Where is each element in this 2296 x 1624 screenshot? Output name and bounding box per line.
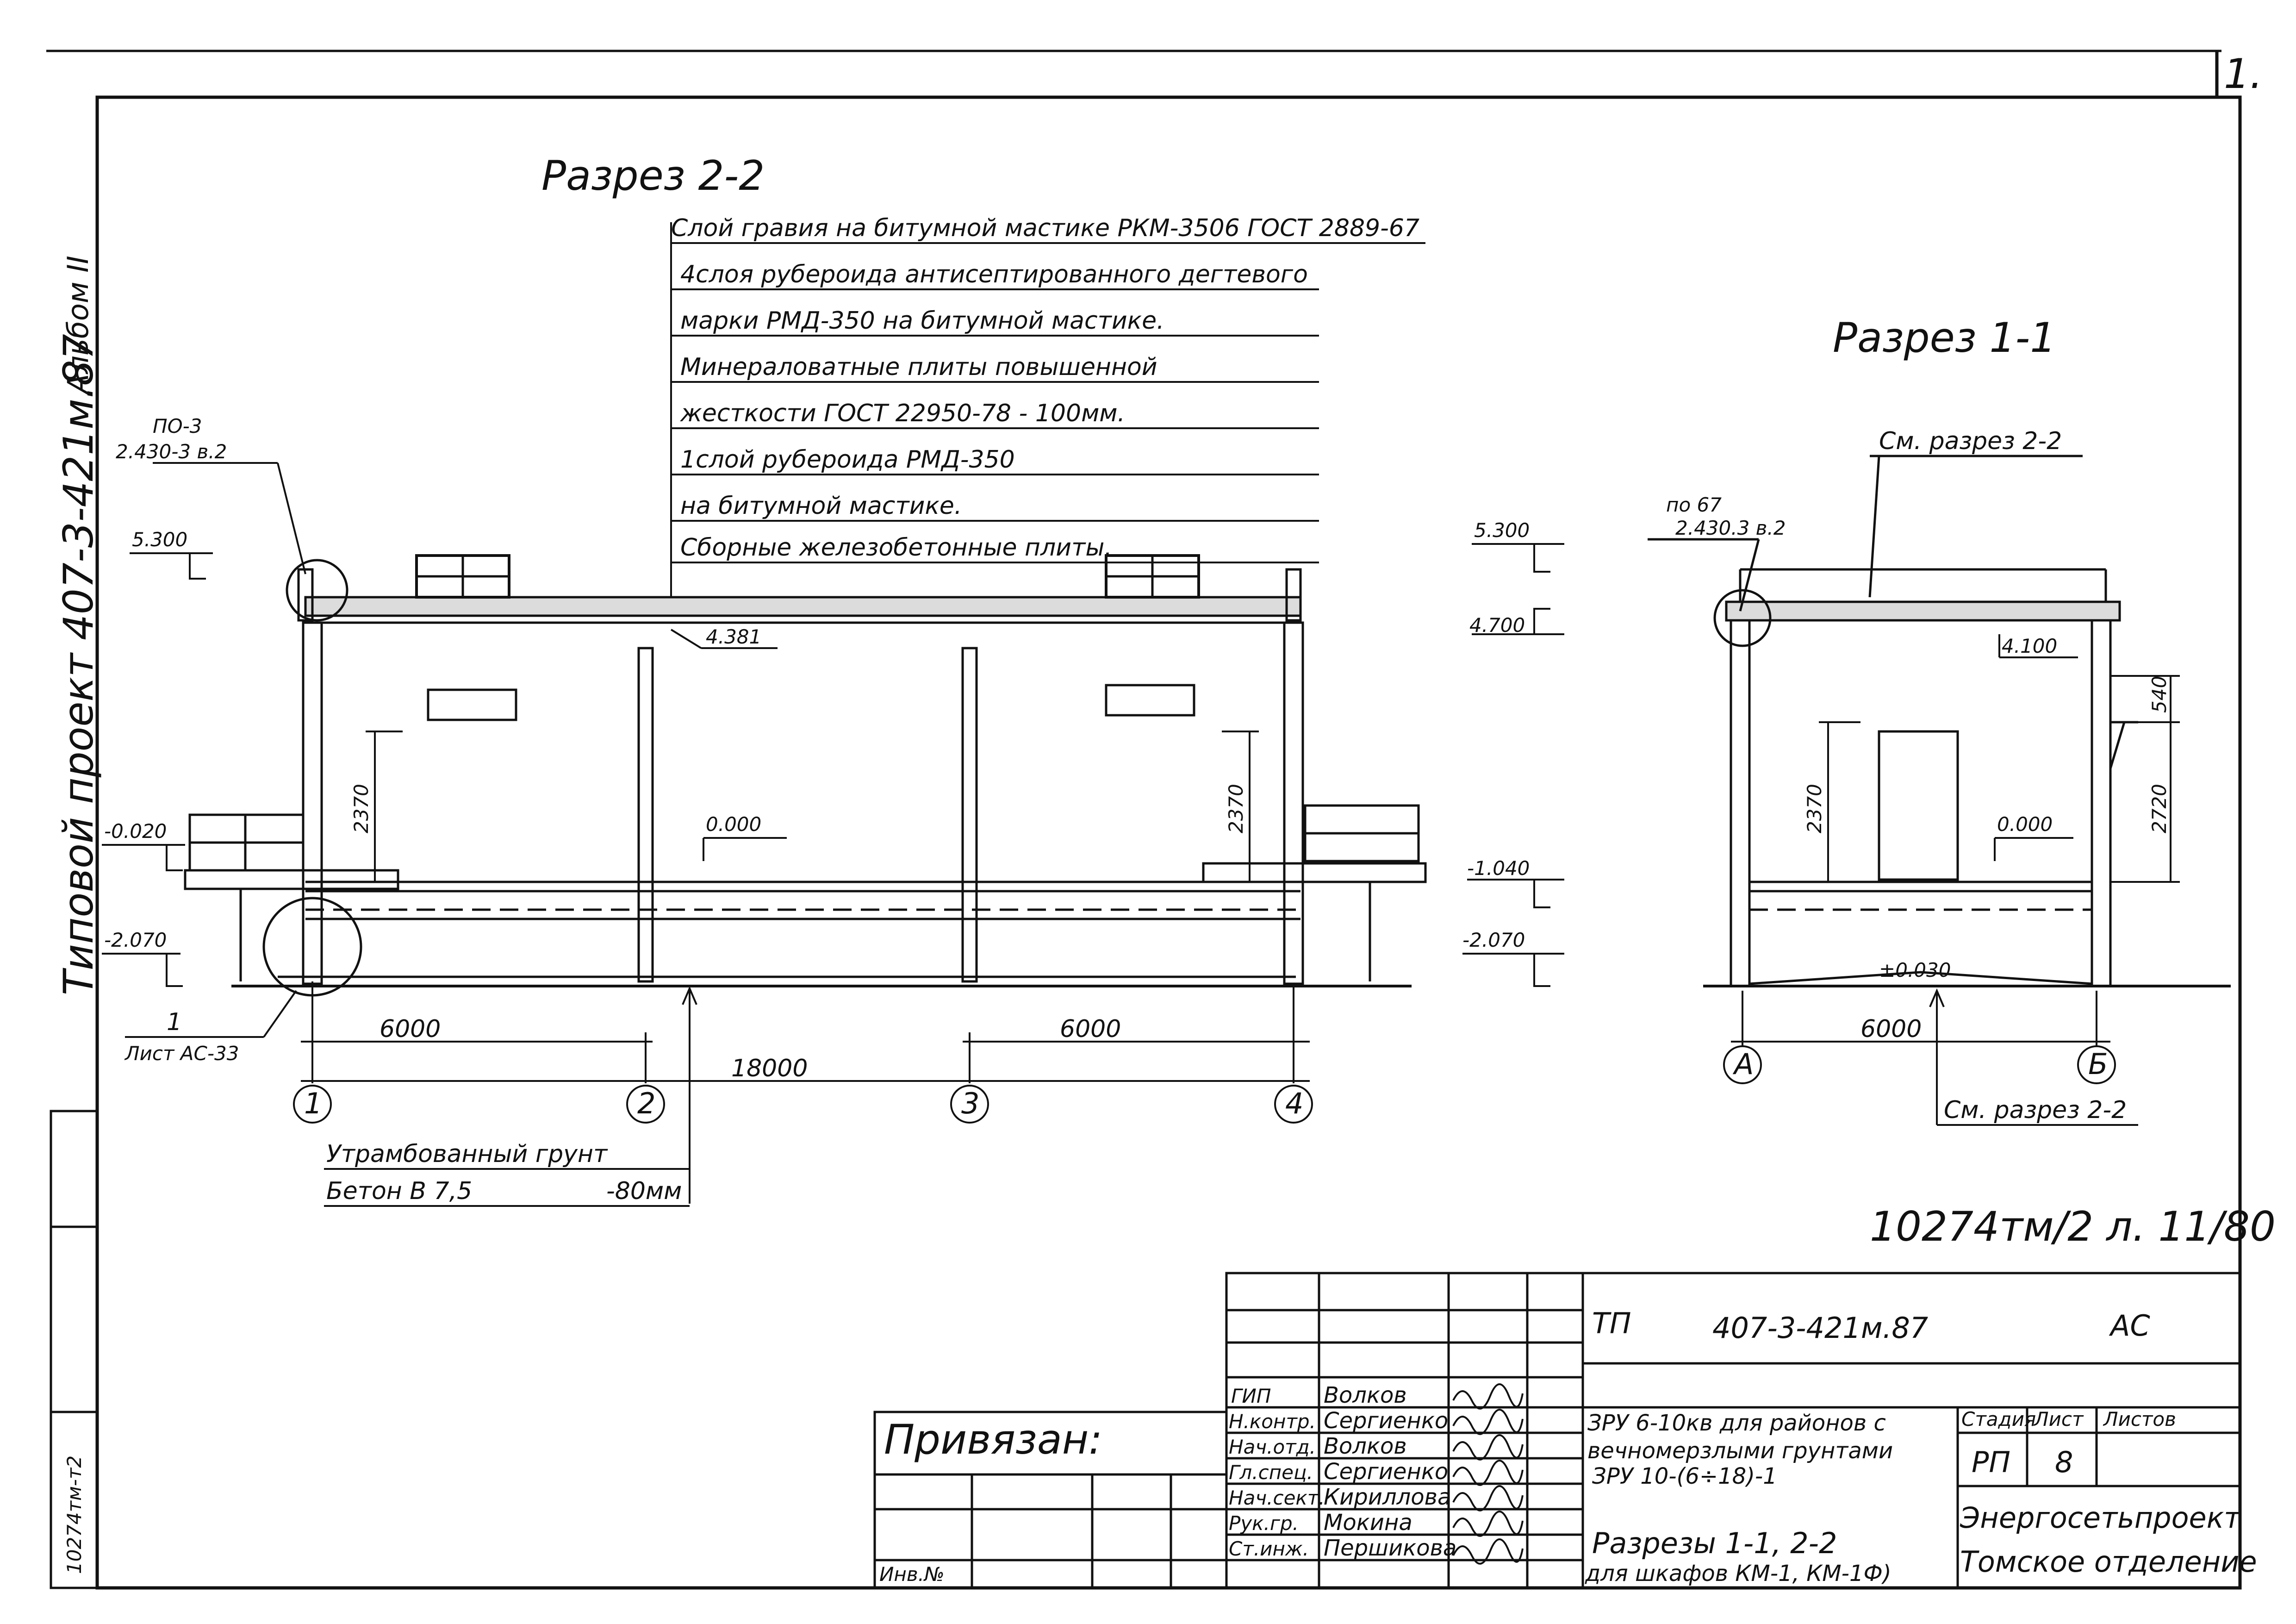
elev-4700-1-1: 4.700 [1469,614,1525,637]
section-1-1-elevations [1462,543,2078,987]
ref-top-2-2: См. разрез 2-2 [1879,427,2062,455]
dims-2370-2-2 [366,731,1259,882]
axis-4: 4 [1285,1087,1303,1120]
roof-line-5: жесткости ГОСТ 22950-78 - 100мм. [680,400,1125,427]
staff-name: Сергиенко [1324,1459,1448,1485]
staff-name: Волков [1324,1382,1407,1408]
tb-org-2: Томское отделение [1960,1545,2257,1579]
elev-ground-1-1: ±0.030 [1879,959,1951,981]
section-2-2-elevations [102,462,787,1038]
elev-neg-0020: -0.020 [104,820,167,843]
elev-neg-1040: -1.040 [1467,857,1530,880]
elev-floor-1-1: 0.000 [1997,813,2053,836]
side-project: Типовой проект 407-3-421м.87 [55,334,102,995]
span-6000-right: 6000 [1060,1015,1121,1043]
span-dims-2-2 [293,981,1313,1204]
span-6000-left: 6000 [380,1015,441,1043]
dim-2370-right: 2370 [1225,784,1247,833]
node-ref-po3: ПО-3 [153,415,202,437]
soil-line-1: Утрамбованный грунт [326,1140,608,1168]
tb-attached: Привязан: [884,1416,1102,1463]
roof-line-4: Минераловатные плиты повышенной [680,353,1157,381]
elev-floor-2-2: 0.000 [706,813,761,836]
roof-line-8: Сборные железобетонные плиты. [680,534,1112,562]
detail-sheet: Лист АС-33 [124,1042,239,1065]
side-archive-box [50,1110,99,1589]
span-18000: 18000 [731,1055,808,1082]
side-archive: 10274тм-т2 [63,1455,86,1574]
roof-layers-callout: Слой гравия на битумной мастике РКМ-3506… [670,214,1425,597]
staff-role: Ст.инж. [1229,1537,1309,1560]
side-album: Альбом II [61,256,95,395]
section-1-1-title: Разрез 1-1 [1833,314,2056,362]
tb-project: 407-3-421м.87 [1712,1311,1928,1345]
staff-role: Н.контр. [1229,1410,1316,1433]
archive-mark: 10274тм/2 л. 11/80 [1870,1203,2276,1250]
staff-role: ГИП [1231,1385,1271,1407]
soil-line-3: -80мм [606,1177,682,1205]
staff-role: Нач.сект. [1229,1487,1325,1509]
dim-540: 540 [2148,676,2171,713]
roof-line-3: марки РМД-350 на битумной мастике. [680,307,1164,335]
dim-2370-left: 2370 [350,784,373,833]
soil-note-lines [324,1168,690,1207]
title-block-grid [873,1272,2241,1589]
tb-doc-code: ТП [1592,1306,1631,1340]
elev-neg-2070: -2.070 [104,929,167,951]
tb-object-line-1: ЗРУ 6-10кв для районов с [1587,1410,1886,1436]
staff-role: Гл.спец. [1229,1461,1313,1484]
sheet-number: 1. [2224,50,2263,98]
dim-2720: 2720 [2148,784,2171,833]
tb-sheets-header: Листов [2103,1408,2176,1430]
tb-org-1: Энергосетьпроект [1960,1501,2241,1535]
node-ref-67: по 67 [1666,493,1722,516]
section-1-1-drawing [1648,455,2231,987]
tb-sheet-header: Лист [2033,1408,2084,1430]
tb-sheet: 8 [2055,1445,2073,1479]
roof-line-7: на битумной мастике. [680,492,962,520]
staff-name: Сергиенко [1324,1408,1448,1434]
node-ref-67-series: 2.430.3 в.2 [1675,517,1786,539]
tb-sheet-title-2: для шкафов КМ-1, КМ-1Ф) [1585,1561,1892,1587]
section-2-2-title: Разрез 2-2 [541,152,765,200]
signatures [1452,1383,1524,1565]
elev-neg-2070-1-1: -2.070 [1462,929,1525,951]
tb-stage: РП [1972,1445,2010,1479]
dims-1-1 [1819,675,2180,883]
axis-B: Б [2088,1047,2108,1081]
staff-name: Мокина [1324,1510,1412,1536]
ref-bottom-2-2: См. разрез 2-2 [1944,1096,2127,1124]
node-ref-po3-series: 2.430-3 в.2 [116,440,227,463]
tb-stage-header: Стадия [1961,1408,2036,1430]
axis-A: А [1732,1047,1754,1081]
elev-5300: 5.300 [132,528,187,551]
tb-sheet-title-1: Разрезы 1-1, 2-2 [1592,1526,1837,1560]
axis-3: 3 [961,1087,979,1120]
staff-name: Волков [1324,1433,1407,1459]
staff-role: Рук.гр. [1229,1512,1299,1535]
staff-name: Кириллова [1324,1484,1451,1510]
axis-2: 2 [637,1087,655,1120]
soil-line-2: Бетон В 7,5 [326,1177,472,1205]
dim-2370-1-1: 2370 [1803,784,1826,833]
detail-num: 1 [167,1008,182,1036]
staff-name: Першикова [1324,1535,1456,1561]
elev-4100: 4.100 [2002,635,2057,657]
span-dims-1-1 [1723,988,2138,1126]
elev-5300-1-1: 5.300 [1474,519,1530,542]
span-6000-1-1: 6000 [1860,1015,1922,1043]
roof-line-1: Слой гравия на битумной мастике РКМ-3506… [671,214,1419,242]
tb-inv: Инв.№ [879,1563,945,1586]
tb-mark: АС [2109,1309,2150,1343]
roof-line-2: 4слоя рубероида антисептированного дегте… [680,261,1308,288]
roof-line-6: 1слой рубероида РМД-350 [680,446,1015,474]
section-2-2-drawing [184,554,1427,997]
tb-object-line-2: вечномерзлыми грунтами [1587,1438,1893,1464]
elev-4381: 4.381 [706,625,761,648]
axis-1: 1 [304,1087,322,1120]
staff-role: Нач.отд. [1229,1436,1316,1458]
tb-object-line-3: ЗРУ 10-(6÷18)-1 [1592,1463,1777,1489]
